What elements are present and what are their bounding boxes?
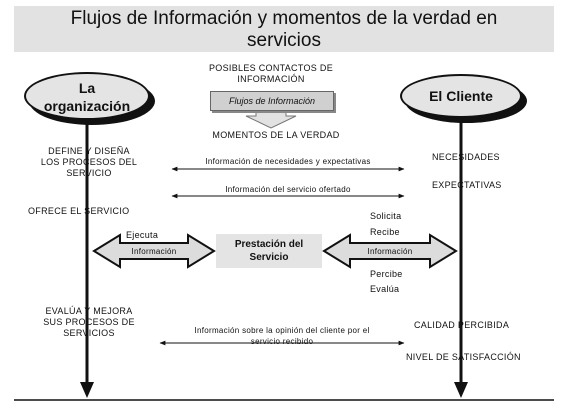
prestacion-servicio-box: Prestación del Servicio [216,234,322,268]
posibles-line-1: POSIBLES CONTACTOS DE [209,63,333,73]
left-block-arrow [92,233,216,269]
evalua-line-3: SERVICIOS [63,328,115,338]
posibles-contactos-label: POSIBLES CONTACTOS DE INFORMACIÓN [191,63,351,85]
info-necesidades-label: Información de necesidades y expectativa… [205,157,371,166]
organization-label-line-2: organización [43,98,131,114]
define-line-2: LOS PROCESOS DEL [40,157,138,167]
title-line-2: servicios [247,30,321,51]
define-disena-label: DEFINE Y DISEÑA LOS PROCESOS DEL SERVICI… [24,146,154,179]
right-block-arrow [322,233,458,269]
calidad-percibida-label: CALIDAD PERCIBIDA [414,320,510,330]
momentos-verdad-label: MOMENTOS DE LA VERDAD [212,130,340,140]
ejecuta-label: Ejecuta [126,230,159,240]
diagram-title: Flujos de Información y momentos de la v… [14,6,554,52]
client-lifeline-arrowhead [454,382,468,398]
client-ellipse: El Cliente [400,74,522,118]
info-opinion-line-1: Información sobre la opinión del cliente… [194,326,370,335]
prestacion-line-1: Prestación del [234,239,304,250]
ofrece-servicio-label: OFRECE EL SERVICIO [28,206,130,216]
prestacion-line-2: Servicio [249,252,289,263]
client-label: El Cliente [429,88,493,104]
info-opinion-line-2: servicio recibido [250,337,314,346]
nivel-satisfaccion-label: NIVEL DE SATISFACCIÓN [406,352,521,362]
define-line-1: DEFINE Y DISEÑA [48,146,130,156]
momentos-down-arrow [245,109,297,129]
organization-ellipse: La organización [24,72,150,120]
evalua-line-2: SUS PROCESOS DE [43,317,135,327]
evalua-mejora-label: EVALÚA Y MEJORA SUS PROCESOS DE SERVICIO… [24,306,154,339]
recibe-label: Recibe [370,227,400,237]
evalua-line-1: EVALÚA Y MEJORA [45,306,133,316]
posibles-line-2: INFORMACIÓN [237,74,305,84]
organization-lifeline-arrowhead [80,382,94,398]
title-line-1: Flujos de Información y momentos de la v… [70,8,498,29]
right-block-arrow-label: Información [367,247,413,256]
left-block-arrow-label: Información [131,247,177,256]
solicita-label: Solicita [370,211,402,221]
flujos-informacion-box: Flujos de Información [210,91,334,111]
organization-label-line-1: La [78,80,96,96]
expectativas-label: EXPECTATIVAS [432,180,502,190]
necesidades-label: NECESIDADES [432,152,500,162]
evalua-label: Evalúa [370,284,400,294]
percibe-label: Percibe [370,269,403,279]
info-servicio-label: Información del servicio ofertado [225,185,351,194]
info-opinion-label: Información sobre la opinión del cliente… [162,325,402,347]
define-line-3: SERVICIO [66,168,112,178]
